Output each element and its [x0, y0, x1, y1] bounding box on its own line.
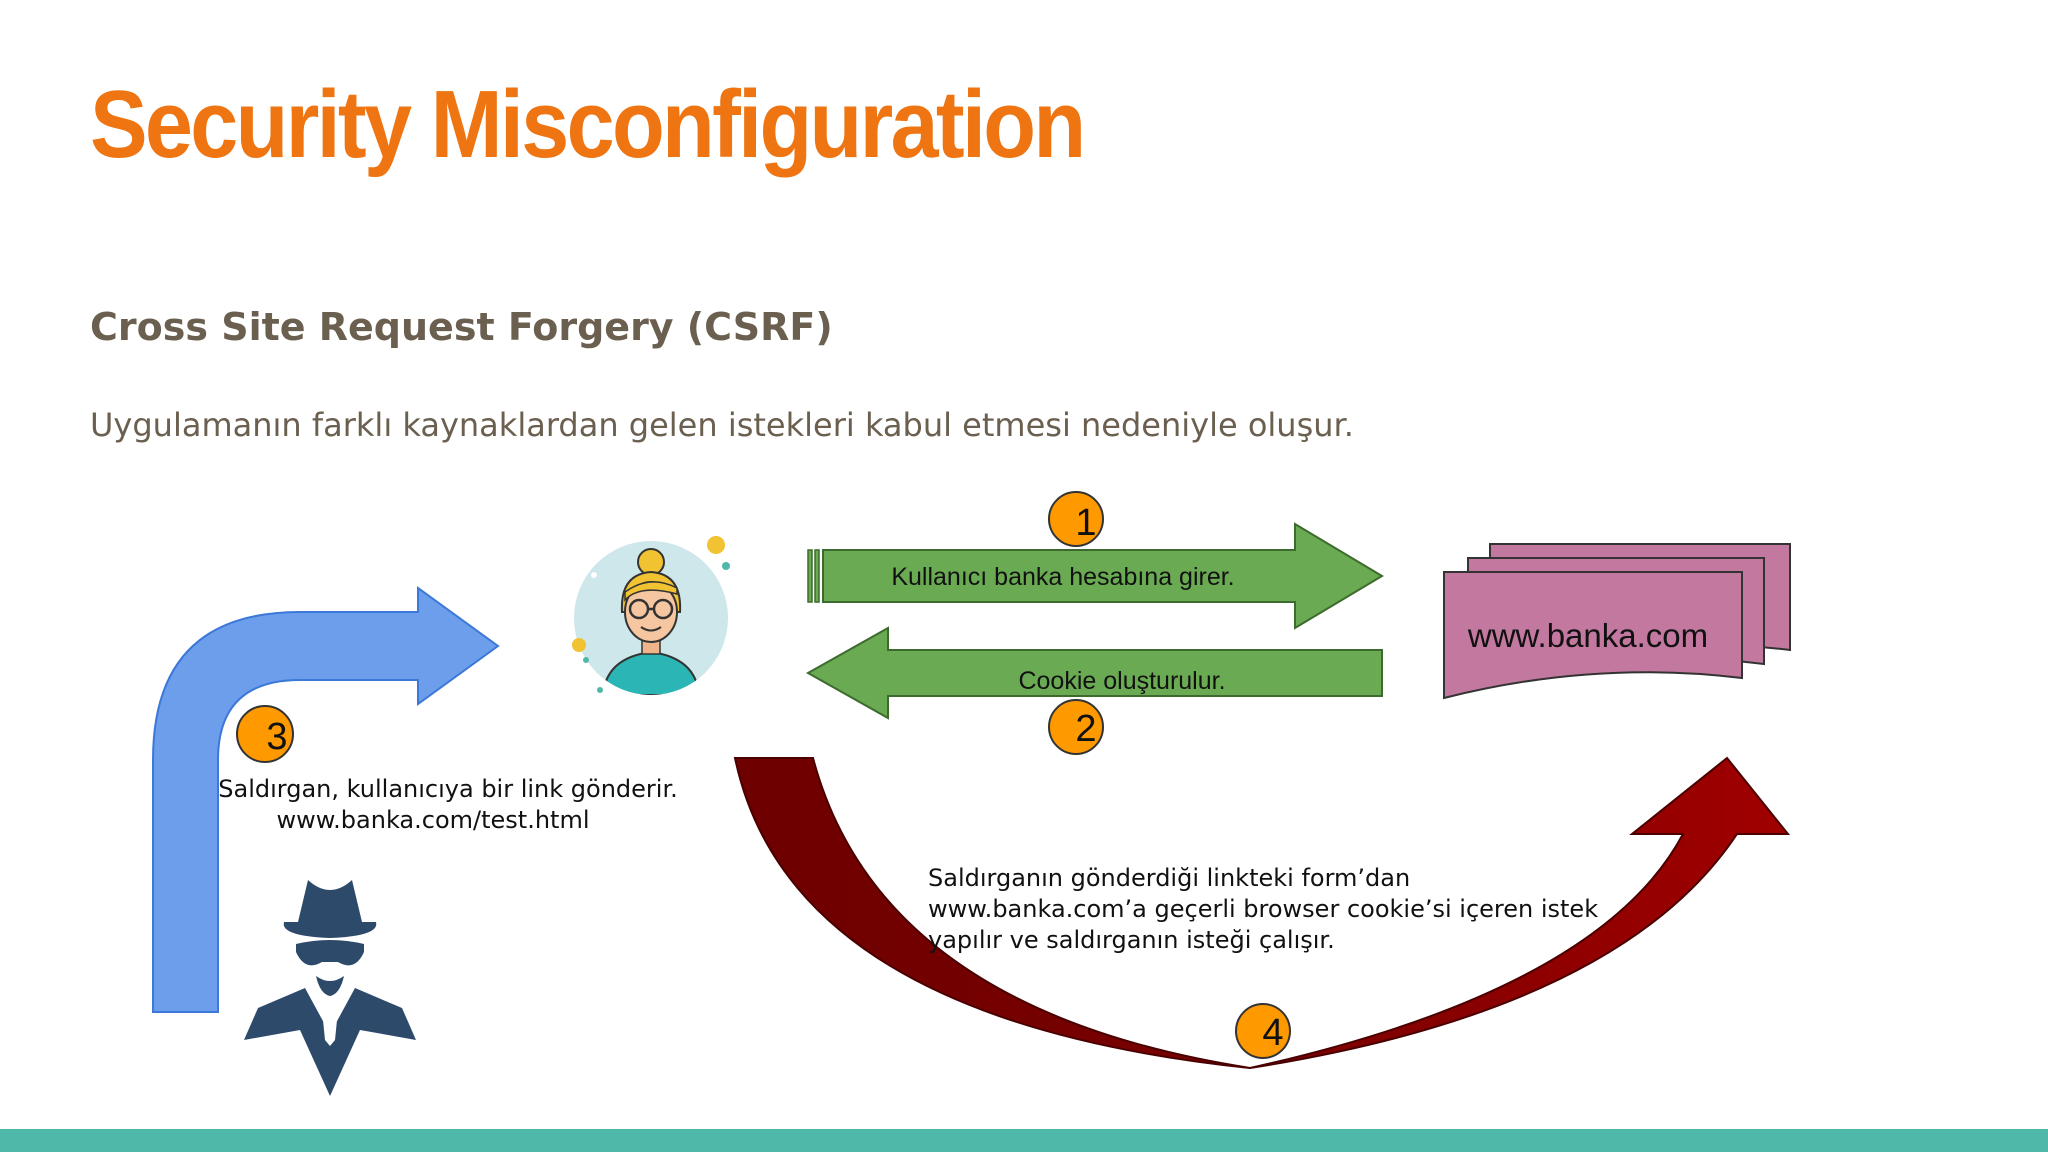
step-4-badge: 4: [1235, 1003, 1291, 1059]
slide-description: Uygulamanın farklı kaynaklardan gelen is…: [90, 406, 1354, 444]
green-arrow-left: [805, 626, 1383, 720]
step-1-label: Kullanıcı banka hesabına girer.: [891, 563, 1234, 591]
server-label: www.banka.com: [1467, 617, 1708, 654]
step-2-badge: 2: [1048, 699, 1104, 755]
step-3-label-line2: www.banka.com/test.html: [276, 806, 589, 834]
step-4-label-line1: Saldırganın gönderdiği linkteki form’dan: [928, 864, 1410, 892]
green-arrow-right: [807, 522, 1384, 630]
user-avatar-icon: [572, 536, 730, 695]
step-2-number: 2: [1075, 708, 1096, 750]
step-4-label-line2: www.banka.com’a geçerli browser cookie’s…: [928, 895, 1598, 923]
step-1-badge: 1: [1048, 491, 1104, 547]
bottom-accent-bar: [0, 1129, 2048, 1152]
slide-subtitle: Cross Site Request Forgery (CSRF): [90, 305, 833, 349]
attacker-spy-icon: [244, 880, 416, 1096]
step-3-number: 3: [266, 716, 287, 758]
red-curved-arrow: [733, 756, 1791, 1070]
step-2-label: Cookie oluşturulur.: [1018, 667, 1225, 695]
step-1-number: 1: [1075, 502, 1096, 544]
document-stack-icon: [1443, 543, 1791, 700]
step-3-badge: 3: [236, 705, 294, 763]
step-4-number: 4: [1262, 1012, 1283, 1054]
step-3-label-line1: Saldırgan, kullanıcıya bir link gönderir…: [218, 775, 678, 803]
slide-title: Security Misconfiguration: [90, 71, 1086, 178]
step-4-label-line3: yapılır ve saldırganın isteği çalışır.: [928, 926, 1335, 954]
blue-curved-arrow: [152, 586, 500, 1013]
